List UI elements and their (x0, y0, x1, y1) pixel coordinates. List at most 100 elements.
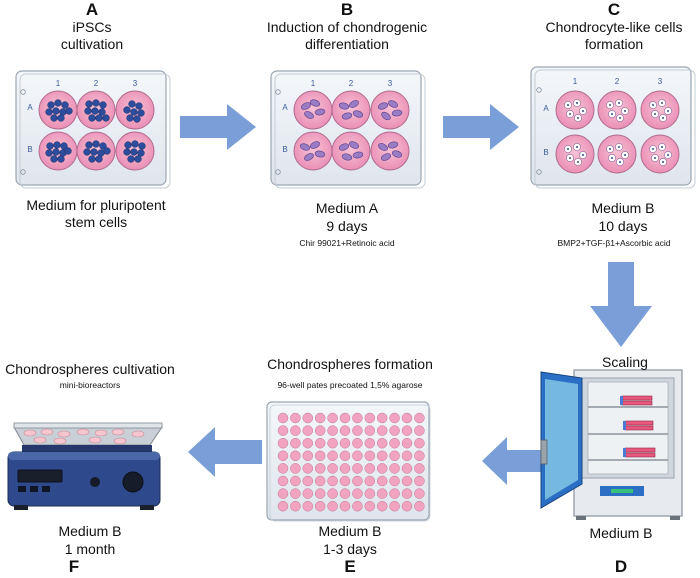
panel-d-letter: D (614, 557, 628, 576)
96-well-plate (266, 401, 431, 522)
well (401, 412, 413, 424)
panel-b-title-line1: Induction of chondrogenic (266, 19, 428, 35)
well (277, 488, 289, 499)
panel-a-letter: A (85, 0, 99, 19)
well (339, 463, 351, 474)
mini-bioreactor (7, 422, 163, 510)
panel-b-medium: Medium A (315, 200, 379, 216)
panel-f-letter: F (68, 557, 80, 576)
plate-b-col-1: 1 (310, 79, 316, 88)
well (277, 425, 289, 436)
well (290, 425, 301, 436)
well (364, 412, 376, 424)
well (314, 475, 326, 487)
well (327, 463, 338, 474)
well (327, 500, 338, 512)
well (389, 488, 400, 499)
well (339, 437, 351, 449)
well (401, 450, 413, 462)
well (376, 475, 388, 487)
panel-a-medium-line1: Medium for pluripotent (26, 197, 166, 213)
well (389, 412, 400, 424)
well (314, 437, 326, 449)
scaling-label: Scaling (602, 354, 648, 370)
well (389, 450, 400, 462)
plate-a-col-3: 3 (132, 79, 138, 88)
plate-a-row-a: A (27, 103, 33, 112)
well (302, 488, 314, 499)
well (277, 412, 289, 424)
panel-b-title-line2: differentiation (305, 36, 389, 52)
panel-c-letter: C (607, 0, 621, 19)
well (302, 450, 314, 462)
well (401, 463, 413, 474)
well (401, 437, 413, 449)
well (414, 500, 425, 512)
well (376, 412, 388, 424)
well (376, 500, 388, 512)
panel-d-medium: Medium B (589, 525, 653, 541)
well (302, 463, 314, 474)
well (401, 425, 413, 436)
well (376, 488, 388, 499)
well (302, 425, 314, 436)
well (290, 450, 301, 462)
well (327, 488, 338, 499)
well-plate-ipsc (15, 70, 171, 189)
well (414, 450, 425, 462)
panel-e-medium: Medium B (318, 523, 382, 539)
well (290, 488, 301, 499)
well (414, 437, 425, 449)
well (364, 437, 376, 449)
well (302, 475, 314, 487)
well (290, 475, 301, 487)
panel-c-medium: Medium B (591, 200, 655, 216)
well (376, 437, 388, 449)
well (277, 437, 289, 449)
panel-b-duration: 9 days (326, 218, 368, 234)
plate-a-row-b: B (27, 145, 33, 154)
well (314, 463, 326, 474)
well (327, 437, 338, 449)
well (401, 475, 413, 487)
well (376, 425, 388, 436)
well (339, 488, 351, 499)
panel-a-title-line2: cultivation (60, 36, 124, 52)
well (327, 425, 338, 436)
well (364, 475, 376, 487)
panel-a-title-line1: iPSCs (72, 19, 112, 35)
well (414, 425, 425, 436)
well (314, 488, 326, 499)
well (414, 475, 425, 487)
plate-c-row-b: B (543, 148, 549, 157)
arrow-d-to-e (482, 437, 555, 485)
well (277, 475, 289, 487)
well (339, 450, 351, 462)
panel-c-additives: BMP2+TGF-β1+Ascorbic acid (557, 238, 671, 248)
plate-b-col-2: 2 (348, 79, 354, 88)
well (290, 463, 301, 474)
well (401, 488, 413, 499)
well (277, 450, 289, 462)
well-plate-induction (270, 70, 426, 189)
plate-a-col-1: 1 (55, 79, 61, 88)
well (290, 412, 301, 424)
well (352, 450, 363, 462)
panel-c-duration: 10 days (598, 218, 648, 234)
well (352, 425, 363, 436)
panel-f-subtitle: mini-bioreactors (59, 380, 121, 390)
well (339, 500, 351, 512)
well (414, 463, 425, 474)
panel-e-subtitle: 96-well pates precoated 1,5% agarose (277, 380, 423, 390)
well (314, 425, 326, 436)
well (352, 463, 363, 474)
panel-c-title-line2: formation (584, 36, 644, 52)
well (352, 412, 363, 424)
incubator (540, 369, 683, 520)
plate-c-col-2: 2 (614, 77, 620, 86)
well (327, 450, 338, 462)
well-plate-chondrocyte (530, 66, 696, 189)
well (277, 500, 289, 512)
well (339, 412, 351, 424)
well (389, 425, 400, 436)
